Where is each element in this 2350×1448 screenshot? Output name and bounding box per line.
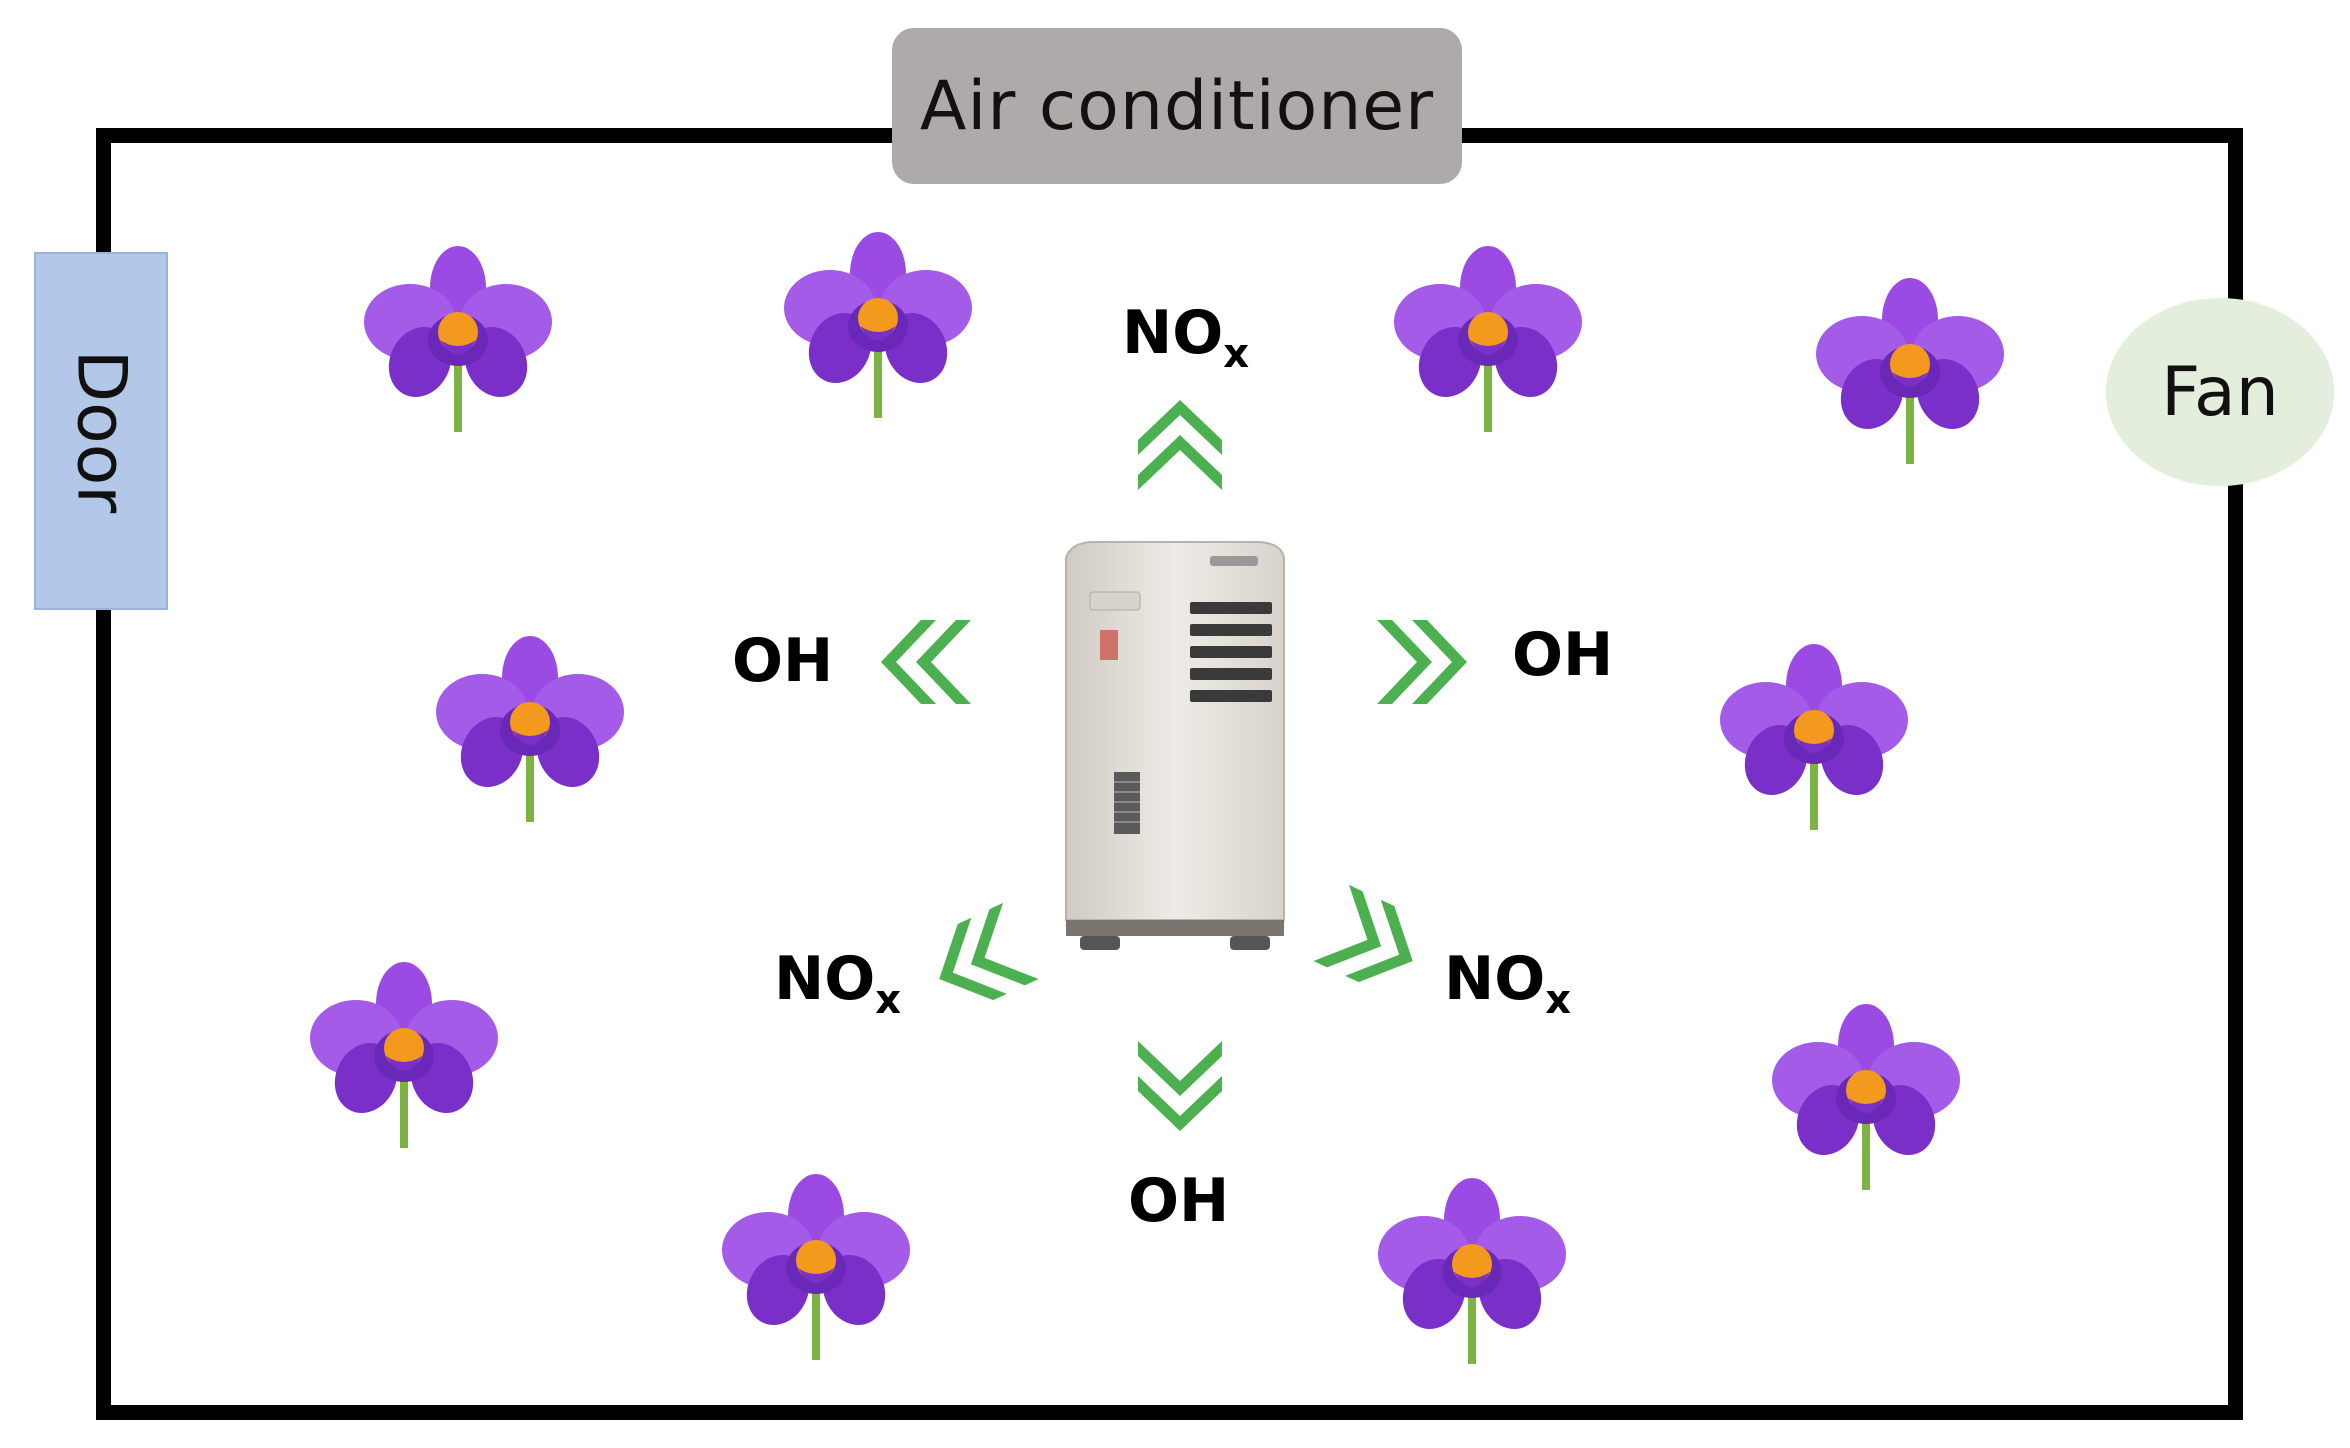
orchid-icon [716,1168,916,1368]
orchid-icon [1714,638,1914,838]
fan-text: Fan [2161,352,2279,432]
arrow-down-icon [1130,1036,1230,1136]
air-conditioner-text: Air conditioner [919,66,1435,146]
orchid-icon [1810,272,2010,472]
emission-label-bottom-right: NOx [1444,944,1571,1023]
emission-subscript: x [875,977,902,1023]
orchid-icon [1766,998,1966,1198]
orchid-icon [430,630,630,830]
air-conditioner-label: Air conditioner [892,28,1462,184]
emission-base: OH [1128,1166,1230,1236]
emission-label-right: OH [1512,620,1613,690]
fan-label: Fan [2106,298,2334,486]
emission-label-bottom: OH [1128,1166,1229,1236]
arrow-left-icon [876,612,976,712]
orchid-icon [1372,1172,1572,1372]
emission-base: NO [1122,298,1224,368]
orchid-icon [1388,240,1588,440]
emission-subscript: x [1545,977,1572,1023]
orchid-icon [778,226,978,426]
arrow-up-icon [1130,395,1230,495]
emission-base: OH [1512,620,1614,690]
emission-base: NO [1444,944,1546,1014]
emission-base: OH [732,626,834,696]
emission-label-left: OH [732,626,833,696]
air-purifier-device [1065,541,1285,950]
emission-subscript: x [1223,331,1250,377]
orchid-icon [304,956,504,1156]
door-label: Door [34,252,168,610]
door-text: Door [61,349,141,513]
arrow-right-icon [1372,612,1472,712]
emission-label-top: NOx [1122,298,1249,377]
emission-label-bottom-left: NOx [774,944,901,1023]
emission-base: NO [774,944,876,1014]
orchid-icon [358,240,558,440]
